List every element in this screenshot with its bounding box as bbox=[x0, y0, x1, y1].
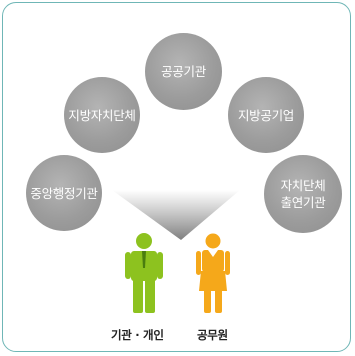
caption-institution-individual: 기관 · 개인 bbox=[111, 328, 164, 342]
node-local-government: 지방자치단체 bbox=[64, 77, 140, 153]
female-person-icon bbox=[196, 233, 230, 313]
node-central-agency: 중앙행정기관 bbox=[26, 155, 102, 231]
node-label: 중앙행정기관 bbox=[30, 185, 98, 201]
node-label: 공공기관 bbox=[161, 64, 206, 79]
node-label: 지방공기업 bbox=[237, 107, 294, 123]
node-label: 자치단체 출연기관 bbox=[280, 178, 326, 210]
caption-public-official: 공무원 bbox=[197, 328, 228, 342]
node-public-institution: 공공기관 bbox=[145, 33, 222, 110]
male-person-icon bbox=[125, 233, 163, 313]
node-local-public-enterprise: 지방공기업 bbox=[228, 77, 304, 153]
node-label: 지방자치단체 bbox=[68, 107, 136, 123]
node-local-funded-institution: 자치단체 출연기관 bbox=[264, 155, 342, 233]
